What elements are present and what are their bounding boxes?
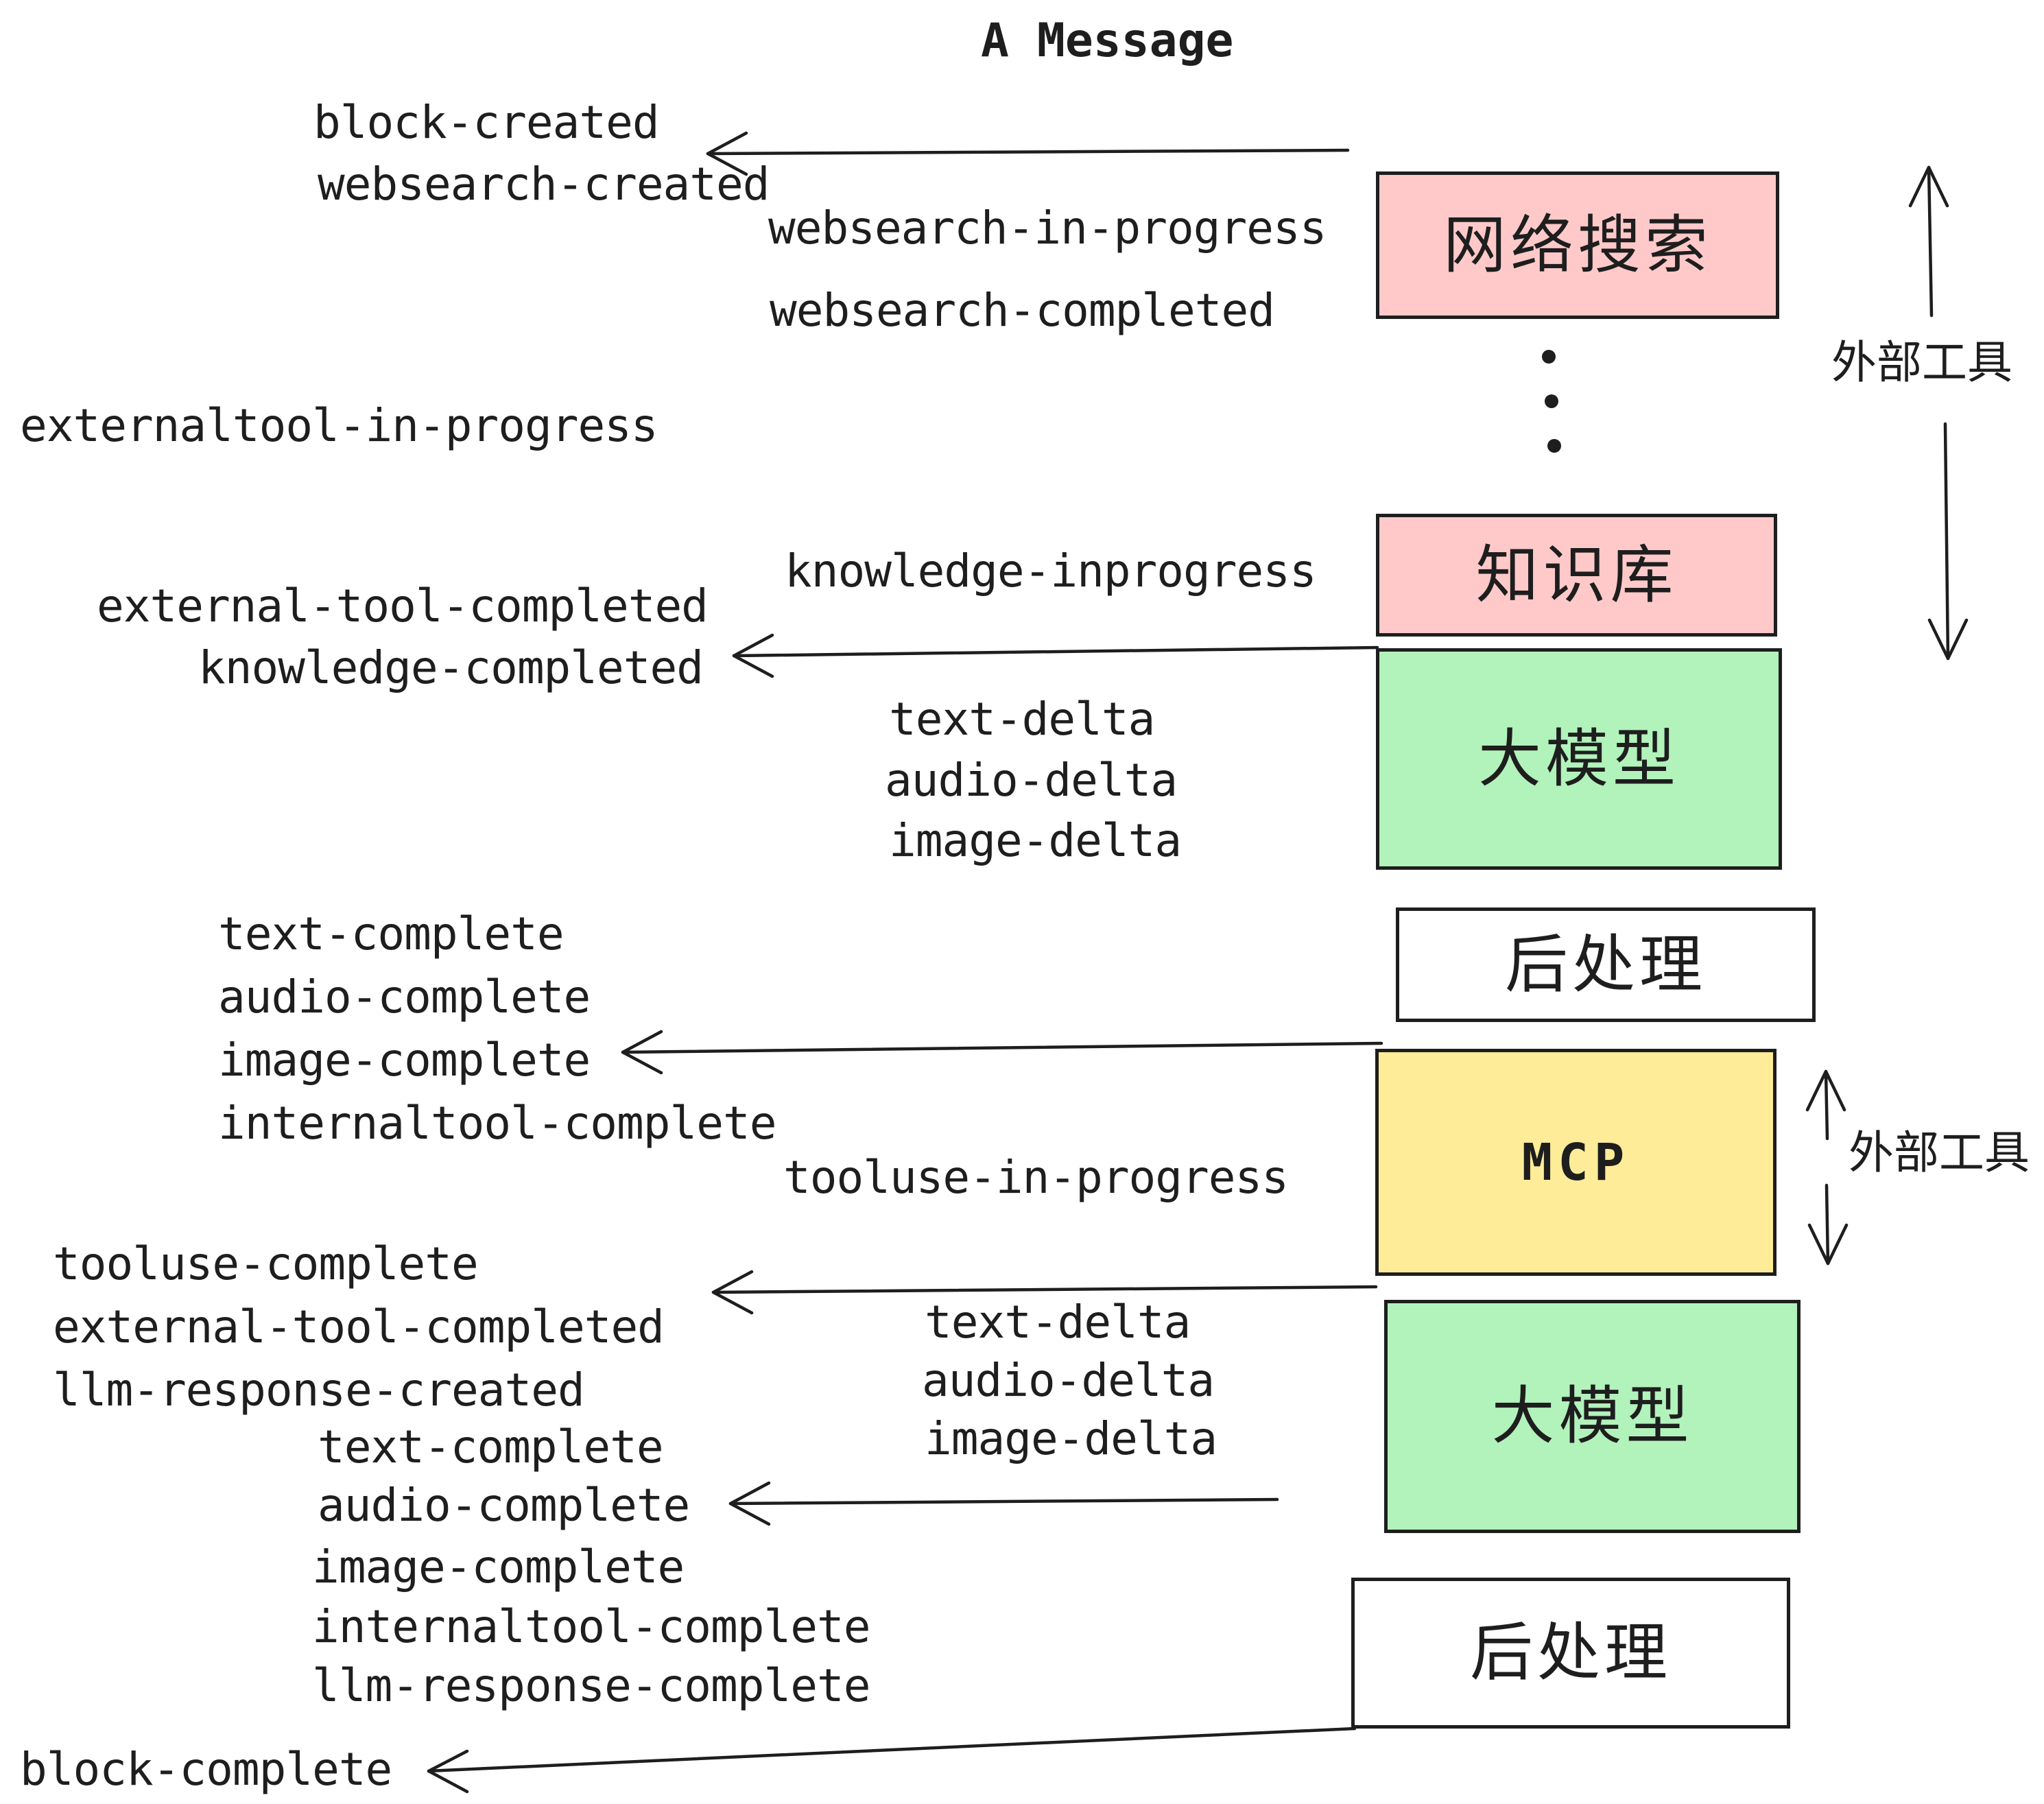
event-label-websearch-in-progress: websearch-in-progress: [768, 202, 1327, 254]
box-websearch-label: 网络搜索: [1442, 210, 1712, 281]
event-label-externaltool-in-progress: externaltool-in-progress: [20, 399, 658, 452]
event-label-internaltool-complete-2: internaltool-complete: [312, 1600, 870, 1653]
external-tools-label-1: 外部工具: [1831, 337, 2012, 388]
arrow-llm1-to-knowledge-completed: [732, 633, 1379, 678]
event-label-internaltool-complete-1: internaltool-complete: [218, 1097, 776, 1150]
event-label-text-delta-2: text-delta: [925, 1296, 1191, 1349]
arrow-llm2-to-audio-complete: [728, 1481, 1279, 1526]
box-knowledge-label: 知识库: [1475, 540, 1678, 610]
event-label-audio-delta-1: audio-delta: [885, 754, 1178, 807]
event-label-image-delta-2: image-delta: [925, 1412, 1217, 1465]
arrow-mcp-to-image-complete: [621, 1030, 1383, 1075]
event-label-tooluse-in-progress: tooluse-in-progress: [783, 1151, 1289, 1204]
event-label-text-complete-2: text-complete: [318, 1421, 664, 1473]
box-post-1-label: 后处理: [1504, 929, 1707, 1000]
box-mcp-label: MCP: [1521, 1132, 1630, 1192]
event-label-llm-response-complete: llm-response-complete: [312, 1659, 870, 1712]
event-label-knowledge-completed: knowledge-completed: [198, 641, 704, 694]
external-tools-down-arrow-2: [1807, 1183, 1849, 1266]
diagram-title: A Message: [981, 14, 1234, 68]
event-label-text-complete-1: text-complete: [218, 907, 565, 960]
event-label-external-tool-completed-1: external-tool-completed: [97, 580, 709, 632]
arrow-mcp-to-tooluse-complete: [711, 1270, 1378, 1315]
box-websearch: 网络搜索: [1376, 171, 1779, 319]
event-label-audio-complete-2: audio-complete: [318, 1479, 690, 1532]
event-label-websearch-created: websearch-created: [318, 158, 770, 211]
box-llm-1-label: 大模型: [1477, 724, 1680, 794]
event-label-text-delta-1: text-delta: [889, 693, 1155, 746]
box-mcp: MCP: [1375, 1049, 1776, 1276]
event-label-tooluse-complete: tooluse-complete: [53, 1237, 479, 1290]
event-label-audio-delta-2: audio-delta: [922, 1354, 1215, 1407]
external-tools-up-arrow-2: [1805, 1069, 1846, 1141]
external-tools-down-arrow-1: [1927, 422, 1969, 661]
event-label-image-complete-1: image-complete: [218, 1034, 591, 1087]
box-llm-2: 大模型: [1384, 1300, 1801, 1533]
event-label-llm-response-created: llm-response-created: [53, 1364, 585, 1416]
external-tools-label-2: 外部工具: [1849, 1127, 2030, 1178]
event-label-knowledge-inprogress: knowledge-inprogress: [785, 545, 1317, 597]
event-label-block-complete: block-complete: [20, 1743, 392, 1796]
box-post-1: 后处理: [1396, 907, 1816, 1022]
box-knowledge: 知识库: [1376, 514, 1777, 637]
box-llm-1: 大模型: [1376, 648, 1782, 870]
event-label-image-complete-2: image-complete: [312, 1541, 685, 1593]
event-label-websearch-completed: websearch-completed: [770, 284, 1275, 337]
box-llm-2-label: 大模型: [1491, 1381, 1694, 1451]
event-label-external-tool-completed-2: external-tool-completed: [53, 1301, 665, 1353]
box-post-2: 后处理: [1351, 1578, 1790, 1729]
event-label-image-delta-1: image-delta: [889, 814, 1182, 867]
external-tools-up-arrow-1: [1908, 165, 1949, 318]
event-label-audio-complete-1: audio-complete: [218, 971, 591, 1023]
ellipsis-dots: [1542, 350, 1561, 453]
arrow-websearch-to-block-created: [706, 131, 1350, 176]
arrow-post2-to-block-complete: [427, 1726, 1357, 1794]
box-post-2-label: 后处理: [1469, 1618, 1672, 1688]
event-label-block-created: block-created: [313, 96, 660, 149]
